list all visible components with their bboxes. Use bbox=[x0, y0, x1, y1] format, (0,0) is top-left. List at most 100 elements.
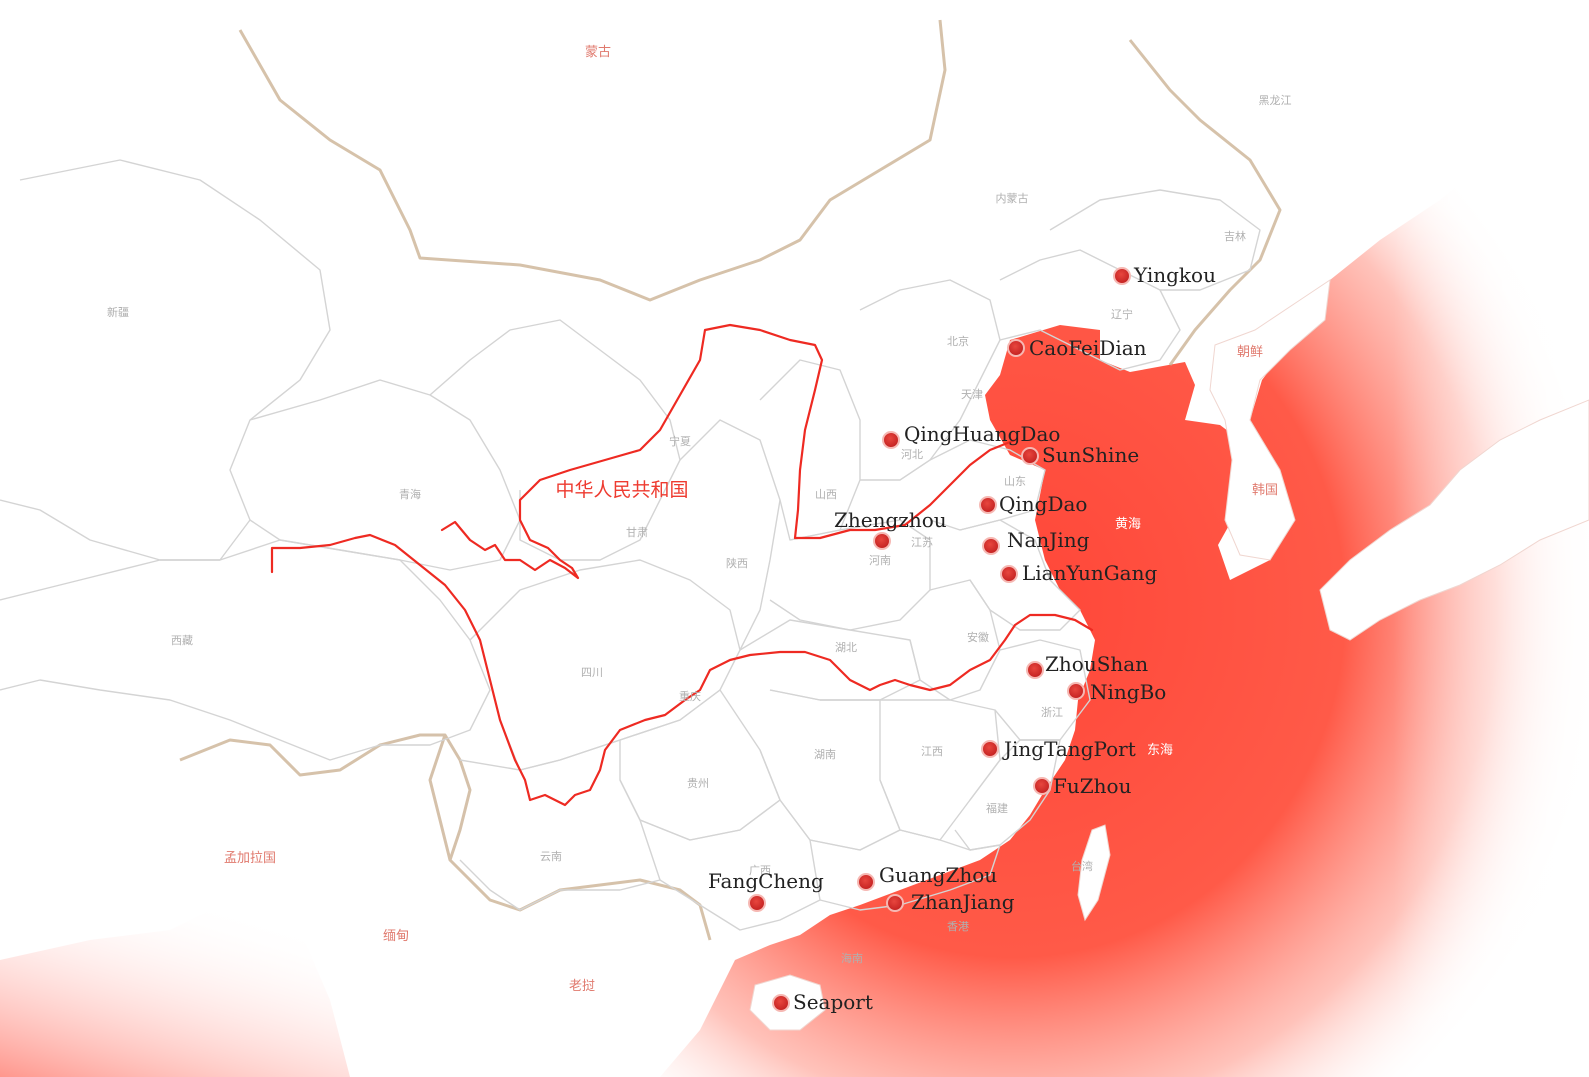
region-label-xinjiang: 新疆 bbox=[107, 305, 129, 319]
neighbor-land bbox=[749, 278, 1589, 1031]
region-label-bangladesh: 孟加拉国 bbox=[224, 851, 276, 866]
port-label: JingTangPort bbox=[1002, 737, 1136, 761]
region-label-anhui: 安徽 bbox=[967, 630, 989, 644]
region-label-chongqing: 重庆 bbox=[679, 689, 701, 703]
region-label-myanmar: 缅甸 bbox=[383, 929, 409, 944]
port-yingkou[interactable]: Yingkou bbox=[1113, 263, 1216, 287]
port-marker[interactable] bbox=[1033, 777, 1051, 795]
outline-jilin bbox=[1049, 189, 1261, 291]
region-label-mongolia: 蒙古 bbox=[585, 45, 611, 60]
outline-jiangsu bbox=[959, 519, 1081, 631]
southwest-border bbox=[179, 733, 712, 941]
region-label-shandong: 山东 bbox=[1004, 475, 1026, 488]
port-marker[interactable] bbox=[772, 994, 790, 1012]
northeast-border bbox=[1128, 39, 1282, 366]
outline-liaoning bbox=[999, 249, 1181, 371]
region-label-sichuan: 四川 bbox=[581, 666, 603, 679]
region-label-xizang: 西藏 bbox=[171, 634, 193, 647]
japan-islands bbox=[1319, 399, 1589, 641]
port-fuzhou[interactable]: FuZhou bbox=[1033, 774, 1132, 798]
outline-northwest bbox=[0, 159, 331, 561]
region-label-hongkong: 香港 bbox=[947, 920, 969, 933]
region-label-yunnan: 云南 bbox=[540, 850, 562, 863]
port-qinghuangdao[interactable]: QingHuangDao bbox=[882, 422, 1060, 449]
china-name-label: 中华人民共和国 bbox=[555, 479, 688, 501]
region-label-gansu: 甘肃 bbox=[626, 526, 648, 539]
region-label-shanxi: 山西 bbox=[815, 488, 837, 501]
region-label-korea-south: 韩国 bbox=[1252, 483, 1278, 498]
region-label-jilin: 吉林 bbox=[1224, 229, 1246, 243]
bay-of-bengal bbox=[0, 900, 350, 1077]
port-nanjing[interactable]: NanJing bbox=[982, 528, 1090, 555]
port-marker[interactable] bbox=[886, 894, 904, 912]
region-label-hunan: 湖南 bbox=[814, 748, 836, 761]
port-sunshine[interactable]: SunShine bbox=[1021, 443, 1139, 467]
port-label: QingDao bbox=[999, 492, 1087, 516]
port-qingdao[interactable]: QingDao bbox=[979, 492, 1087, 516]
port-marker[interactable] bbox=[873, 532, 891, 550]
region-label-neimenggu: 内蒙古 bbox=[996, 191, 1029, 205]
port-label: ZhanJiang bbox=[911, 890, 1015, 914]
port-marker[interactable] bbox=[882, 431, 900, 449]
region-label-liaoning: 辽宁 bbox=[1111, 307, 1133, 321]
port-marker[interactable] bbox=[979, 496, 997, 514]
port-zhanjiang[interactable]: ZhanJiang bbox=[886, 890, 1015, 914]
outline-jiangxi bbox=[879, 699, 1001, 841]
port-marker[interactable] bbox=[1067, 682, 1085, 700]
region-label-fujian: 福建 bbox=[986, 801, 1008, 815]
port-marker[interactable] bbox=[1021, 447, 1039, 465]
outline-guangxi bbox=[639, 799, 821, 931]
region-label-yellow-sea: 黄海 bbox=[1115, 517, 1141, 532]
region-label-hainan: 海南 bbox=[841, 951, 863, 965]
port-marker[interactable] bbox=[981, 740, 999, 758]
port-marker[interactable] bbox=[1000, 565, 1018, 583]
region-label-heilongjiang: 黑龙江 bbox=[1259, 94, 1292, 107]
port-marker[interactable] bbox=[1026, 661, 1044, 679]
outline-sichuan bbox=[469, 559, 741, 771]
port-jingtangport[interactable]: JingTangPort bbox=[981, 737, 1136, 761]
region-label-tianjin: 天津 bbox=[961, 388, 983, 401]
port-label: NanJing bbox=[1007, 528, 1090, 552]
port-label: LianYunGang bbox=[1022, 561, 1157, 585]
port-seaport[interactable]: Seaport bbox=[772, 990, 873, 1014]
region-label-east-sea: 东海 bbox=[1147, 743, 1173, 758]
port-zhoushan[interactable]: ZhouShan bbox=[1026, 652, 1148, 679]
outline-yunnan bbox=[459, 739, 661, 911]
port-lianyungang[interactable]: LianYunGang bbox=[1000, 561, 1157, 585]
port-fangcheng[interactable]: FangCheng bbox=[708, 869, 824, 912]
region-label-zhejiang: 浙江 bbox=[1041, 706, 1063, 719]
region-label-guangxi: 广西 bbox=[749, 864, 771, 877]
port-label: ZhouShan bbox=[1045, 652, 1148, 676]
port-marker[interactable] bbox=[748, 894, 766, 912]
region-label-jiangxi: 江西 bbox=[921, 745, 943, 758]
port-label: GuangZhou bbox=[879, 863, 997, 887]
port-caofeidian[interactable]: CaoFeiDian bbox=[1007, 336, 1147, 360]
region-label-hebei: 河北 bbox=[901, 448, 923, 461]
port-label: FangCheng bbox=[708, 869, 824, 893]
outline-anhui bbox=[909, 579, 1001, 701]
korea-peninsula bbox=[1209, 278, 1331, 561]
region-label-taiwan: 台湾 bbox=[1071, 859, 1093, 873]
port-label: Seaport bbox=[793, 990, 873, 1014]
outline-gansu bbox=[429, 319, 681, 561]
southwest-border-lower bbox=[428, 734, 452, 861]
region-labels: 蒙古 内蒙古 黑龙江 吉林 辽宁 北京 天津 河北 山东 山西 河南 宁夏 甘肃… bbox=[107, 45, 1292, 994]
port-label: Yingkou bbox=[1133, 263, 1216, 287]
port-guangzhou[interactable]: GuangZhou bbox=[857, 863, 997, 891]
yangtze-river bbox=[270, 533, 1094, 807]
port-ningbo[interactable]: NingBo bbox=[1067, 680, 1166, 704]
region-label-ningxia: 宁夏 bbox=[669, 434, 691, 448]
yellow-river bbox=[440, 323, 1017, 580]
port-label: FuZhou bbox=[1053, 774, 1132, 798]
region-label-jiangsu: 江苏 bbox=[911, 536, 933, 549]
port-marker[interactable] bbox=[1113, 267, 1131, 285]
port-marker[interactable] bbox=[1007, 339, 1025, 357]
port-marker[interactable] bbox=[857, 873, 875, 891]
port-marker[interactable] bbox=[982, 537, 1000, 555]
port-label: Zhengzhou bbox=[834, 508, 947, 532]
port-zhengzhou[interactable]: Zhengzhou bbox=[834, 508, 947, 550]
outline-guangdong bbox=[809, 829, 1001, 911]
port-markers[interactable]: Yingkou CaoFeiDian QingHuangDao SunShine… bbox=[708, 263, 1216, 1014]
region-label-korea-north: 朝鲜 bbox=[1237, 345, 1263, 360]
